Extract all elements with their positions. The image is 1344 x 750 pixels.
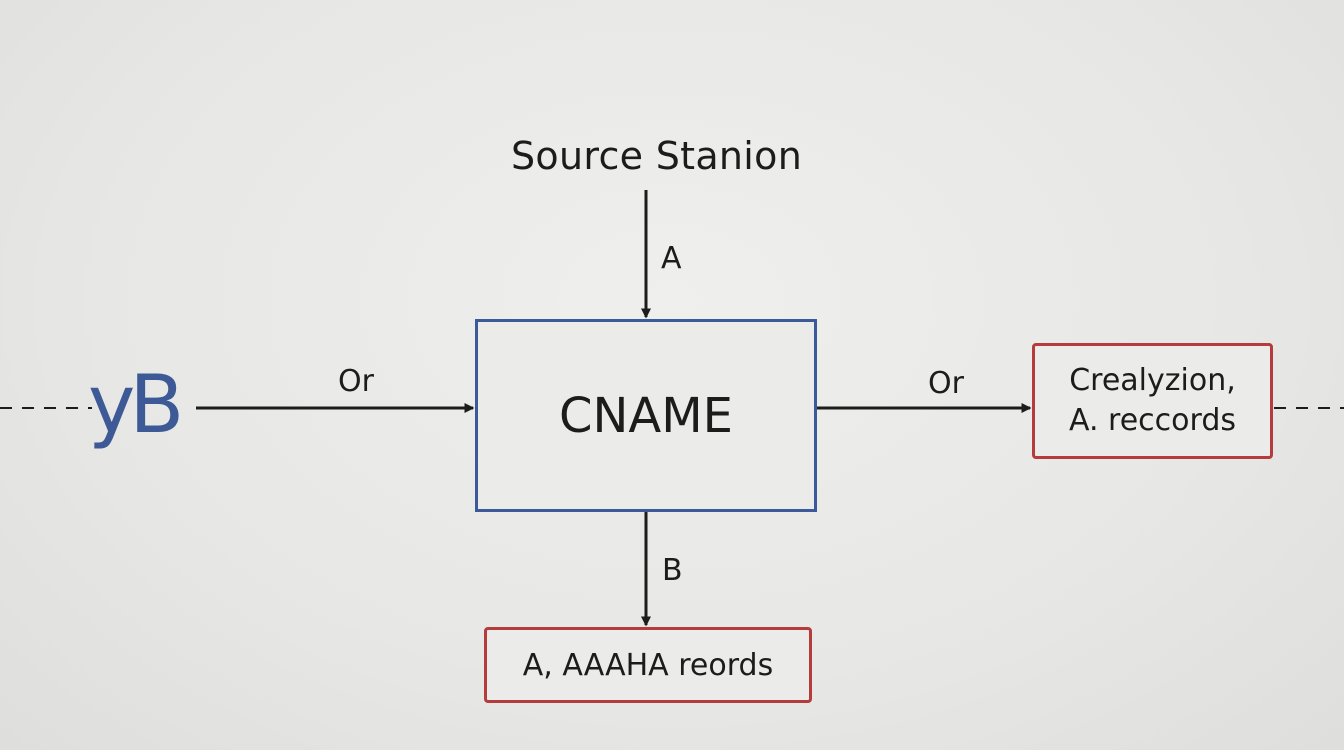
cname-node: CNAME xyxy=(475,319,817,512)
bottom-result-node: A, AAAHA reords xyxy=(484,627,812,703)
cname-node-label: CNAME xyxy=(559,387,733,444)
right-result-line-2: A. reccords xyxy=(1068,403,1237,438)
diagram-title: Source Stanion xyxy=(511,134,803,178)
edge-label-left: Or xyxy=(338,364,374,399)
edge-label-top: A xyxy=(661,241,682,276)
edge-label-right: Or xyxy=(928,366,964,401)
source-node-label: yB xyxy=(88,358,184,451)
right-result-node: Crealyzion, A. reccords xyxy=(1032,343,1273,459)
edge-label-bottom: B xyxy=(662,553,683,588)
bottom-result-label: A, AAAHA reords xyxy=(522,647,774,683)
right-result-line-1: Crealyzion, xyxy=(1069,363,1236,398)
